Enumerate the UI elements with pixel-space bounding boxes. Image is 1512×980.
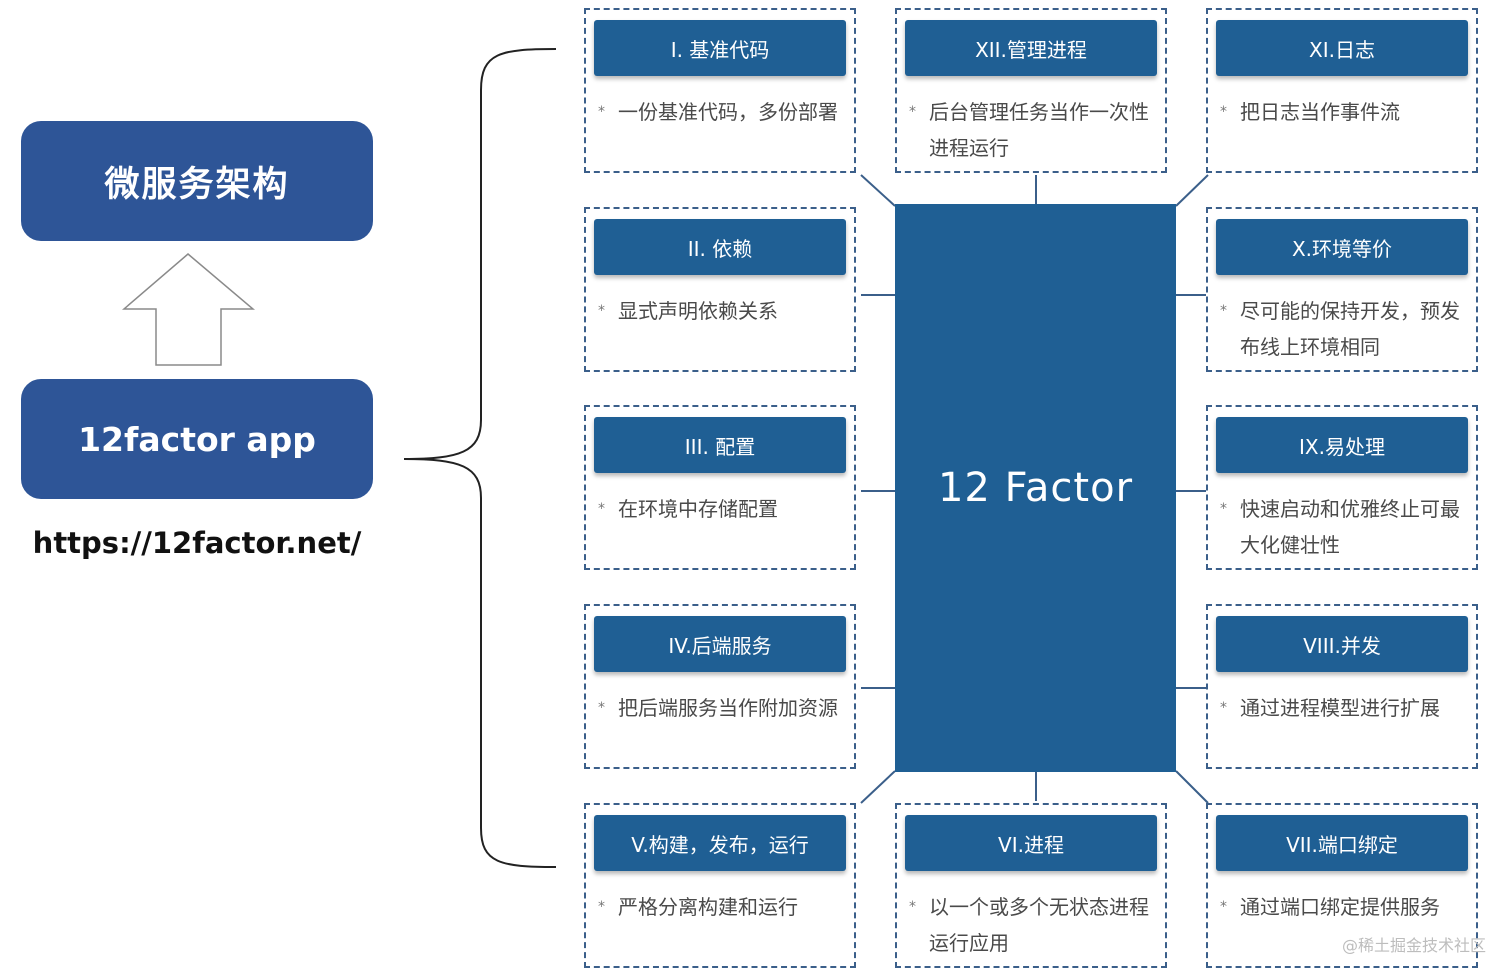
- factor-card-4: IV.后端服务 * 把后端服务当作附加资源: [584, 604, 856, 769]
- factor-description: 在环境中存储配置: [618, 497, 778, 521]
- factor-card-8: VIII.并发 * 通过进程模型进行扩展: [1206, 604, 1478, 769]
- factor-title: VII.端口绑定: [1216, 815, 1468, 871]
- factor-title: IV.后端服务: [594, 616, 846, 672]
- watermark: @稀土掘金技术社区: [1341, 936, 1486, 955]
- factor-card-1: I. 基准代码 * 一份基准代码，多份部署: [584, 8, 856, 173]
- connector-f7: [1175, 770, 1209, 804]
- bullet-icon: *: [909, 899, 916, 915]
- microservice-architecture-label: 微服务架构: [104, 164, 290, 205]
- 12factor-url: https://12factor.net/: [32, 526, 362, 560]
- factor-title: VIII.并发: [1216, 616, 1468, 672]
- factor-title: II. 依赖: [594, 219, 846, 275]
- factor-title: X.环境等价: [1216, 219, 1468, 275]
- factor-card-9: IX.易处理 * 快速启动和优雅终止可最大化健壮性: [1206, 405, 1478, 570]
- factor-card-3: III. 配置 * 在环境中存储配置: [584, 405, 856, 570]
- bullet-icon: *: [909, 104, 916, 120]
- 12factor-app-box: 12factor app: [21, 379, 373, 499]
- bullet-icon: *: [598, 899, 605, 915]
- factor-title: III. 配置: [594, 417, 846, 473]
- factor-title: V.构建，发布，运行: [594, 815, 846, 871]
- factor-description: 严格分离构建和运行: [618, 895, 798, 919]
- center-12-factor-box: 12 Factor: [895, 204, 1176, 772]
- factor-title: I. 基准代码: [594, 20, 846, 76]
- bullet-icon: *: [598, 303, 605, 319]
- factor-description: 快速启动和优雅终止可最大化健壮性: [1240, 497, 1460, 557]
- factor-description: 通过进程模型进行扩展: [1240, 696, 1440, 720]
- bullet-icon: *: [1220, 899, 1227, 915]
- 12factor-app-label: 12factor app: [78, 419, 316, 459]
- factor-description: 把后端服务当作附加资源: [618, 696, 838, 720]
- factor-title: VI.进程: [905, 815, 1157, 871]
- factor-card-2: II. 依赖 * 显式声明依赖关系: [584, 207, 856, 372]
- bullet-icon: *: [1220, 700, 1227, 716]
- center-label: 12 Factor: [937, 465, 1134, 511]
- bullet-icon: *: [598, 501, 605, 517]
- connector-f5: [860, 770, 896, 804]
- microservice-architecture-box: 微服务架构: [21, 121, 373, 241]
- factor-title: XII.管理进程: [905, 20, 1157, 76]
- up-arrow-icon: [121, 253, 256, 366]
- bullet-icon: *: [598, 104, 605, 120]
- connector-f11: [1175, 174, 1209, 207]
- bullet-icon: *: [1220, 303, 1227, 319]
- factor-card-7: VII.端口绑定 * 通过端口绑定提供服务: [1206, 803, 1478, 968]
- factor-card-12: XII.管理进程 * 后台管理任务当作一次性进程运行: [895, 8, 1167, 173]
- factor-title: XI.日志: [1216, 20, 1468, 76]
- factor-description: 以一个或多个无状态进程运行应用: [929, 895, 1149, 955]
- connector-f1: [860, 174, 896, 207]
- factor-description: 后台管理任务当作一次性进程运行: [929, 100, 1149, 160]
- bullet-icon: *: [598, 700, 605, 716]
- factor-card-5: V.构建，发布，运行 * 严格分离构建和运行: [584, 803, 856, 968]
- factor-card-6: VI.进程 * 以一个或多个无状态进程运行应用: [895, 803, 1167, 968]
- factor-description: 尽可能的保持开发，预发布线上环境相同: [1240, 299, 1460, 359]
- factor-description: 把日志当作事件流: [1240, 100, 1400, 124]
- curly-brace: [403, 48, 557, 868]
- factor-title: IX.易处理: [1216, 417, 1468, 473]
- factor-description: 通过端口绑定提供服务: [1240, 895, 1440, 919]
- bullet-icon: *: [1220, 104, 1227, 120]
- factor-card-11: XI.日志 * 把日志当作事件流: [1206, 8, 1478, 173]
- bullet-icon: *: [1220, 501, 1227, 517]
- factor-description: 显式声明依赖关系: [618, 299, 778, 323]
- factor-card-10: X.环境等价 * 尽可能的保持开发，预发布线上环境相同: [1206, 207, 1478, 372]
- factor-description: 一份基准代码，多份部署: [618, 100, 838, 124]
